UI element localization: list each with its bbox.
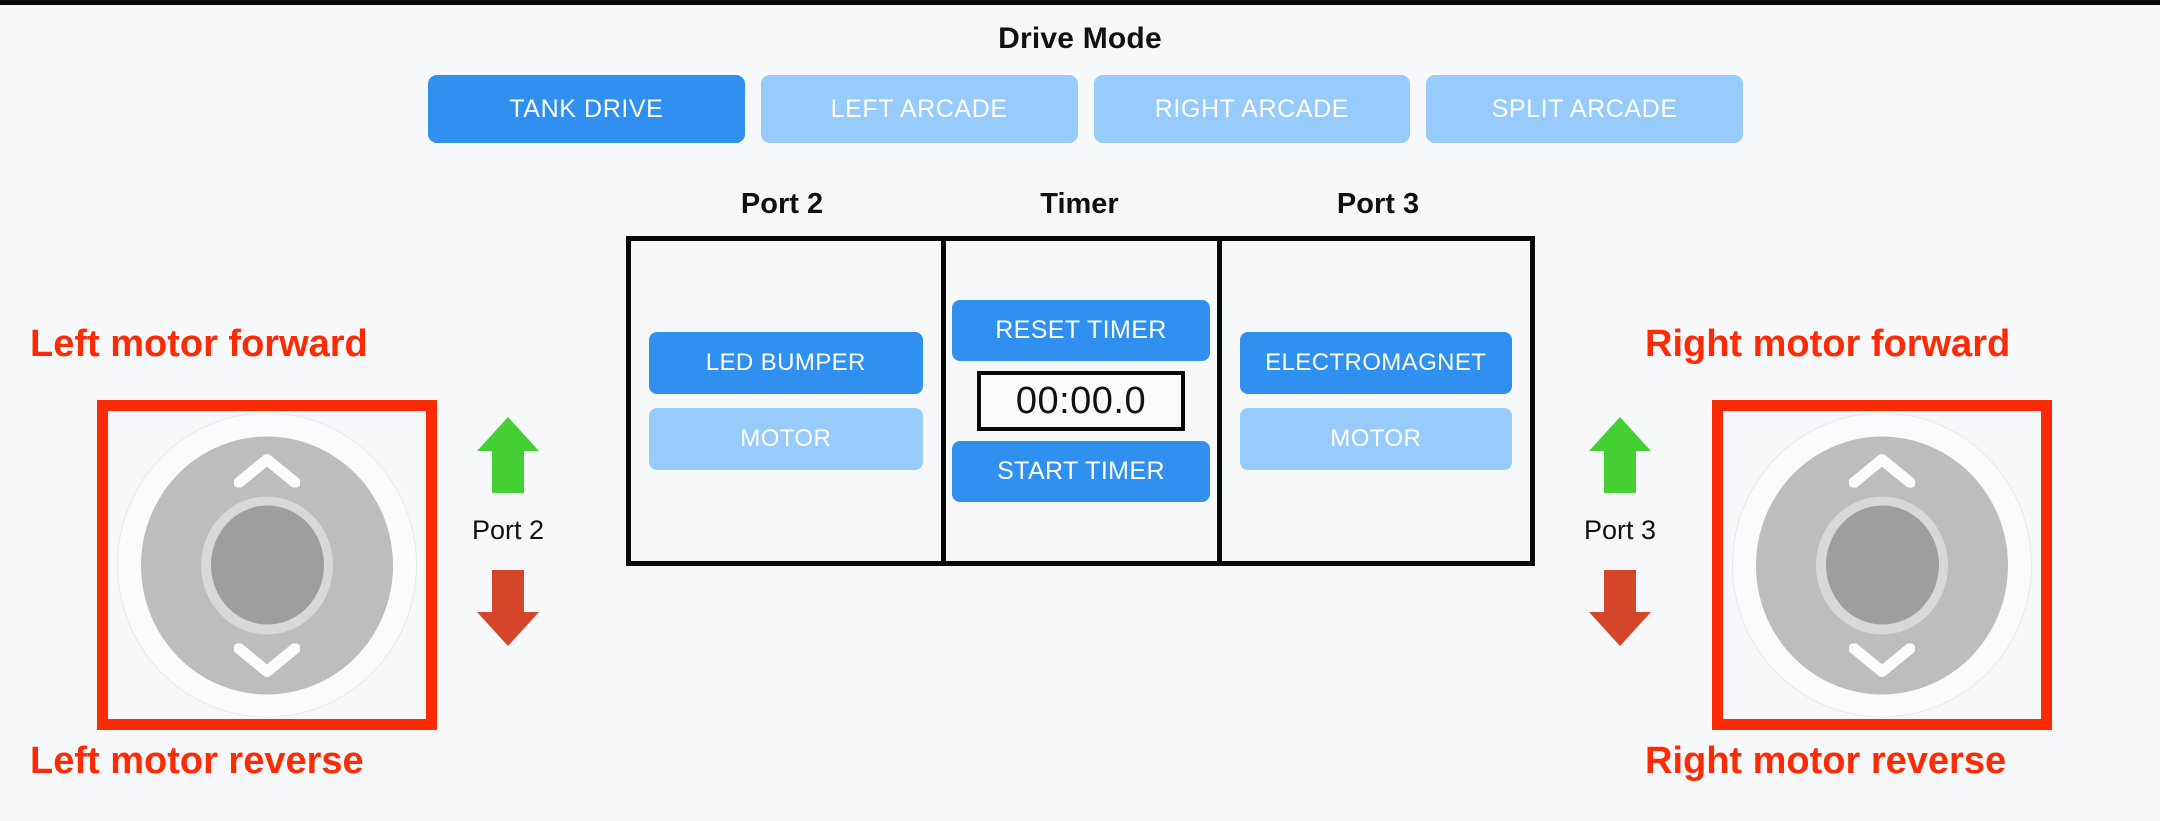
drive-mode-button-group: TANK DRIVE LEFT ARCADE RIGHT ARCADE SPLI… (428, 75, 1743, 143)
port3-column: ELECTROMAGNET MOTOR (1222, 241, 1531, 561)
arrow-up-icon (477, 417, 539, 493)
right-motor-reverse-annotation: Right motor reverse (1645, 740, 2007, 782)
right-motor-control-group: Right motor forward Right motor reverse … (1540, 0, 2160, 821)
panel-header-port2: Port 2 (740, 188, 824, 220)
arrow-down-icon (477, 570, 539, 646)
right-port-indicator: Port 3 (1560, 415, 1680, 648)
right-joystick-knob[interactable] (1825, 505, 1939, 625)
drive-mode-title: Drive Mode (998, 22, 1162, 55)
left-port-indicator: Port 2 (448, 415, 568, 648)
port2-column: LED BUMPER MOTOR (631, 241, 941, 561)
left-joystick[interactable] (117, 412, 417, 718)
chevron-up-icon (234, 453, 300, 487)
drive-mode-tank-drive[interactable]: TANK DRIVE (428, 75, 745, 143)
left-joystick-ring (201, 496, 333, 634)
led-bumper-button[interactable]: LED BUMPER (649, 332, 923, 394)
panel-header-port3: Port 3 (1336, 188, 1420, 220)
top-bar (0, 0, 2160, 5)
drive-mode-split-arcade[interactable]: SPLIT ARCADE (1426, 75, 1743, 143)
left-joystick-highlight-box (97, 400, 437, 730)
chevron-down-icon (234, 643, 300, 677)
right-joystick-highlight-box (1712, 400, 2052, 730)
chevron-up-icon (1849, 453, 1915, 487)
timer-column: RESET TIMER 00:00.0 START TIMER (940, 241, 1222, 561)
port2-motor-button[interactable]: MOTOR (649, 408, 923, 470)
right-motor-forward-annotation: Right motor forward (1645, 323, 2011, 365)
drive-mode-right-arcade[interactable]: RIGHT ARCADE (1093, 75, 1411, 143)
chevron-down-icon (1849, 643, 1915, 677)
right-joystick-base[interactable] (1756, 436, 2008, 694)
panel-header-timer: Timer (1040, 188, 1119, 220)
right-port-label: Port 3 (1583, 515, 1657, 545)
left-joystick-base[interactable] (141, 436, 393, 694)
start-timer-button[interactable]: START TIMER (952, 441, 1210, 502)
right-joystick[interactable] (1732, 412, 2032, 718)
reset-timer-button[interactable]: RESET TIMER (952, 300, 1210, 361)
arrow-up-icon (1589, 417, 1651, 493)
drive-mode-left-arcade[interactable]: LEFT ARCADE (760, 75, 1078, 143)
arrow-down-icon (1589, 570, 1651, 646)
left-joystick-knob[interactable] (210, 505, 324, 625)
right-joystick-ring (1816, 496, 1948, 634)
control-panel: LED BUMPER MOTOR RESET TIMER 00:00.0 STA… (626, 236, 1535, 566)
left-motor-forward-annotation: Left motor forward (30, 323, 368, 365)
port3-motor-button[interactable]: MOTOR (1239, 408, 1512, 470)
left-port-label: Port 2 (471, 515, 545, 545)
timer-display: 00:00.0 (977, 371, 1185, 431)
left-motor-control-group: Left motor forward Left motor reverse Po… (0, 0, 620, 821)
electromagnet-button[interactable]: ELECTROMAGNET (1239, 332, 1512, 394)
left-motor-reverse-annotation: Left motor reverse (30, 740, 364, 782)
